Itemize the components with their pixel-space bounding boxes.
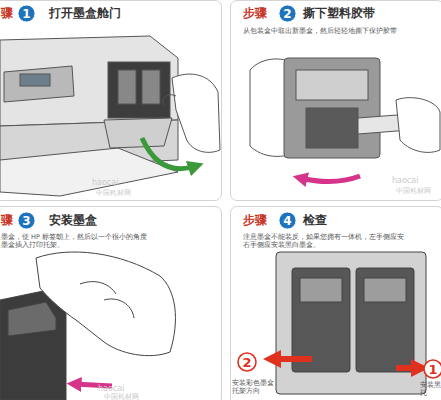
callout-number: 2 <box>242 356 251 369</box>
circle-shape <box>238 353 256 371</box>
step-number: 4 <box>278 211 297 230</box>
step-number: 1 <box>17 4 36 23</box>
watermark: 中国耗材网 <box>104 394 164 400</box>
watermark: 中国耗材网 <box>396 188 441 196</box>
step-note: 从包装盒中取出新墨盒，然后轻轻地撕下保护胶带 <box>243 27 439 35</box>
step-title: 安装墨盒 <box>49 213 209 228</box>
step-number: 4 <box>283 215 291 227</box>
circle-shape <box>279 212 296 229</box>
step-word: 步骤 <box>243 6 277 21</box>
callout-number: 1 <box>428 363 437 376</box>
step-note: 墨盒，使 HP 标签朝上，然后以一个很小的角度 墨盒插入打印托架。 <box>1 233 151 249</box>
callout-number: 1 <box>423 359 441 379</box>
step-number: 2 <box>278 4 297 23</box>
step-panel: 骤安装墨盒墨盒，使 HP 标签朝上，然后以一个很小的角度 墨盒插入打印托架。3 <box>0 206 222 400</box>
step-number: 3 <box>17 211 36 230</box>
watermark: haocai <box>98 384 158 394</box>
step-title: 打开墨盒舱门 <box>49 6 209 21</box>
circle-shape <box>279 5 296 22</box>
step-panel: 骤打开墨盒舱门1 <box>0 0 222 201</box>
step-title: 撕下塑料胶带 <box>303 6 433 21</box>
step-number: 2 <box>283 8 291 20</box>
watermark: haocai <box>392 176 441 186</box>
step-panel: 步骤 检查注意墨盒不能装反，如果您拥有一体机，左手侧应安 右手侧应安装黑白墨盒。 4… <box>230 206 441 400</box>
circle-shape <box>18 5 35 22</box>
circle-shape <box>18 212 35 229</box>
step-title: 检查 <box>303 213 433 228</box>
step-note: 注意墨盒不能装反，如果您拥有一体机，左手侧应安 右手侧应安装黑白墨盒。 <box>243 233 413 249</box>
watermark: haocai <box>92 178 152 188</box>
callout-note: 安装黑 托 <box>420 382 441 398</box>
step-word: 步骤 <box>243 213 277 228</box>
step-panel: 步骤 撕下塑料胶带从包装盒中取出新墨盒，然后轻轻地撕下保护胶带 2 <box>230 0 441 201</box>
watermark: 中国耗材网 <box>96 190 156 198</box>
callout-number: 2 <box>237 352 257 372</box>
step-number: 1 <box>22 8 30 20</box>
callout-note: 安装彩色墨盒 托架方向 <box>232 380 276 396</box>
circle-shape <box>424 360 441 378</box>
step-number: 3 <box>22 215 30 227</box>
